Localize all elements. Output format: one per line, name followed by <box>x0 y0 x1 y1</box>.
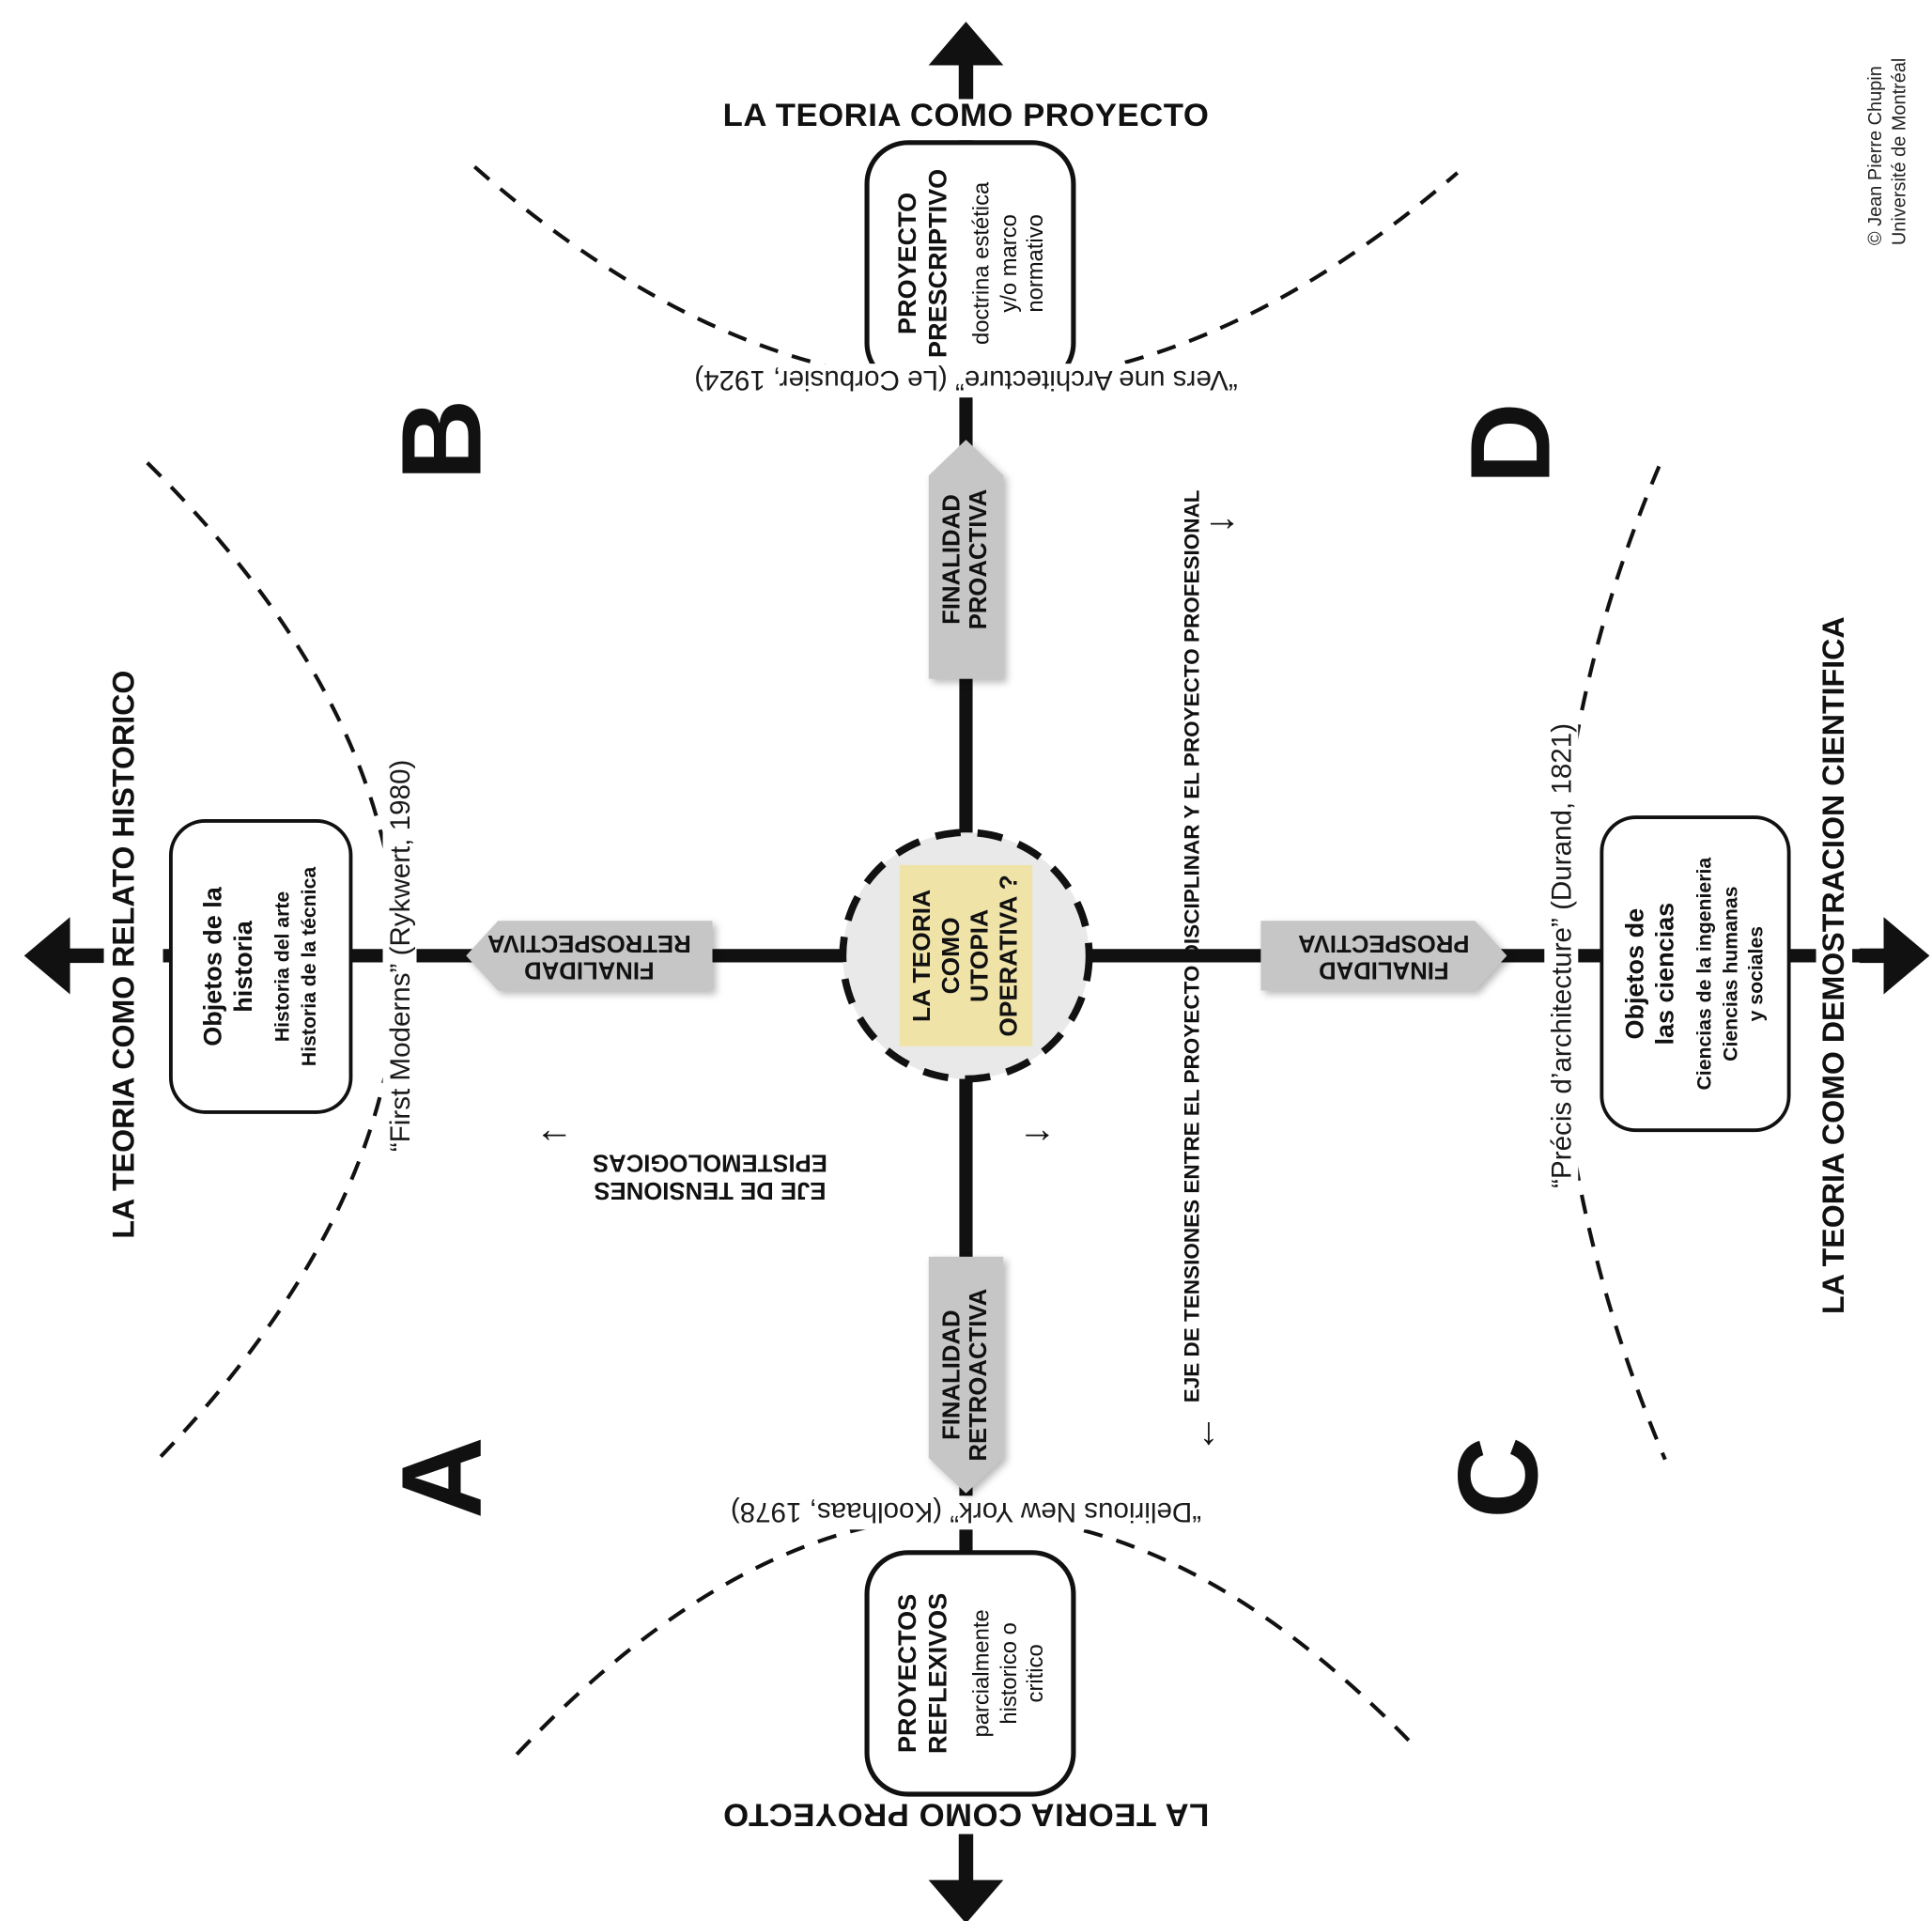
box-title: Objetos de la historia <box>199 887 258 1046</box>
arrow-shape-left-icon <box>466 921 713 991</box>
box-item: Historia de la técnica <box>298 866 320 1067</box>
sciences-objects-box: Objetos de las ciencias Ciencias de la i… <box>1600 815 1791 1133</box>
pole-title-top: LA TEORIA COMO PROYECTO <box>544 97 1389 134</box>
epistemological-axis-arrow-left-icon: ← <box>534 1107 574 1151</box>
arrow-shape-right-icon <box>1260 921 1507 991</box>
pole-title-bottom-text: LA TEORIA COMO PROYECTO <box>710 1795 1222 1835</box>
finality-label-line: FINALIDAD <box>524 955 655 984</box>
pole-title-bottom: LA TEORIA COMO PROYECTO <box>544 1795 1389 1835</box>
center-label-line: UTOPIA <box>966 908 995 1002</box>
professional-axis-arrow-top-icon: → <box>1202 495 1242 539</box>
citation-right: “Précis d’architecture” (Durand, 1821) <box>1540 654 1582 1258</box>
box-item: y sociales <box>1745 925 1768 1022</box>
box-item: Ciencias de la ingenieria <box>1693 857 1716 1091</box>
finality-arrow-retrospectiva: FINALIDAD RETROSPECTIVA <box>466 921 713 991</box>
quadrant-letter-c: C <box>1434 1436 1562 1519</box>
finality-label-line: FINALIDAD <box>1319 955 1449 984</box>
finality-arrow-prospectiva: FINALIDAD PROSPECTIVA <box>1260 921 1507 991</box>
professional-axis-arrow-bottom-icon: ↓ <box>1198 1408 1219 1453</box>
quadrant-arc-right <box>1554 465 1667 1461</box>
box-title: PROYECTOS REFLEXIVOS <box>893 1592 952 1754</box>
arrow-shape-up-icon <box>928 440 1004 679</box>
box-title: PROYECTO PRESCRIPTIVO <box>893 168 952 358</box>
prescriptive-project-box: PROYECTO PRESCRIPTIVO doctrina estética … <box>864 140 1076 387</box>
citation-right-text: “Précis d’architecture” (Durand, 1821) <box>1544 711 1579 1201</box>
history-objects-box: Objetos de la historia Historia del arte… <box>168 819 353 1114</box>
professional-tension-axis-label: EJE DE TENSIONES ENTRE EL PROYECTO DISCI… <box>1180 489 1204 1403</box>
axis-arrow-down-icon <box>928 1834 1004 1921</box>
epistemological-axis-arrow-right-icon: → <box>1017 1107 1057 1151</box>
arrow-shape-down-icon <box>928 1256 1004 1494</box>
quadrant-letter-d: D <box>1446 402 1574 485</box>
reflexive-projects-box: PROYECTOS REFLEXIVOS parcialmente histor… <box>864 1550 1076 1797</box>
pole-title-left-text: LA TEORIA COMO RELATO HISTORICO <box>107 670 142 1239</box>
axis-arrow-up-icon <box>928 22 1004 100</box>
citation-bottom: “Delirious New York” (Koolhaas, 1978) <box>544 1495 1389 1530</box>
finality-arrow-proactiva: FINALIDAD PROACTIVA <box>928 440 1004 679</box>
box-item: Ciencias humanas <box>1720 886 1742 1061</box>
quadrant-letter-a: A <box>378 1436 505 1519</box>
credit-author: © Jean Pierre Chupin <box>1865 66 1887 246</box>
credit-note: © Jean Pierre Chupin Université de Montr… <box>1864 4 1915 245</box>
finality-label-line: PROSPECTIVA <box>1298 929 1470 956</box>
finality-label-line: PROACTIVA <box>966 488 993 630</box>
finality-label-line: RETROSPECTIVA <box>487 929 691 956</box>
finality-label-line: FINALIDAD <box>938 1309 966 1441</box>
axis-arrow-left-icon <box>23 917 104 995</box>
epistemological-tension-axis-label: EJE DE TENSIONES EPISTEMOLOGICAS <box>592 1149 827 1204</box>
finality-label-line: FINALIDAD <box>938 494 966 625</box>
citation-bottom-text: “Delirious New York” (Koolhaas, 1978) <box>718 1495 1213 1530</box>
center-utopia-label: LA TEORIA COMO UTOPIA OPERATIVA ? <box>899 864 1033 1046</box>
axis-arrow-right-icon <box>1859 917 1930 995</box>
center-label-line: OPERATIVA ? <box>995 875 1024 1037</box>
center-label-line: COMO <box>936 917 965 995</box>
finality-arrow-retroactiva: FINALIDAD RETROACTIVA <box>928 1256 1004 1494</box>
pole-title-top-text: LA TEORIA COMO PROYECTO <box>722 96 1210 133</box>
box-subtitle: doctrina estética y/o marco normativo <box>967 181 1047 346</box>
credit-institution: Université de Montréal <box>1890 57 1910 246</box>
box-subtitle: parcialmente historico o critico <box>967 1609 1047 1738</box>
finality-label-line: RETROACTIVA <box>966 1288 993 1462</box>
citation-left-text: “First Moderns” (Rykwert, 1980) <box>382 747 417 1165</box>
pole-title-left: LA TEORIA COMO RELATO HISTORICO <box>102 641 146 1269</box>
citation-top: “Vers une Architecture” (Le Corbusier, 1… <box>544 364 1389 398</box>
citation-top-text: “Vers une Architecture” (Le Corbusier, 1… <box>682 364 1250 398</box>
box-title: Objetos de las ciencias <box>1621 902 1680 1046</box>
box-item: Historia del arte <box>272 891 295 1043</box>
pole-title-right-text: LA TEORIA COMO DEMOSTRACION CIENTIFICA <box>1816 604 1853 1326</box>
quadrant-arc-left <box>146 461 400 1466</box>
pole-title-right: LA TEORIA COMO DEMOSTRACION CIENTIFICA <box>1813 603 1856 1328</box>
citation-left: “First Moderns” (Rykwert, 1980) <box>379 654 421 1258</box>
center-label-line: LA TEORIA <box>907 889 935 1022</box>
quadrant-letter-b: B <box>378 398 505 481</box>
